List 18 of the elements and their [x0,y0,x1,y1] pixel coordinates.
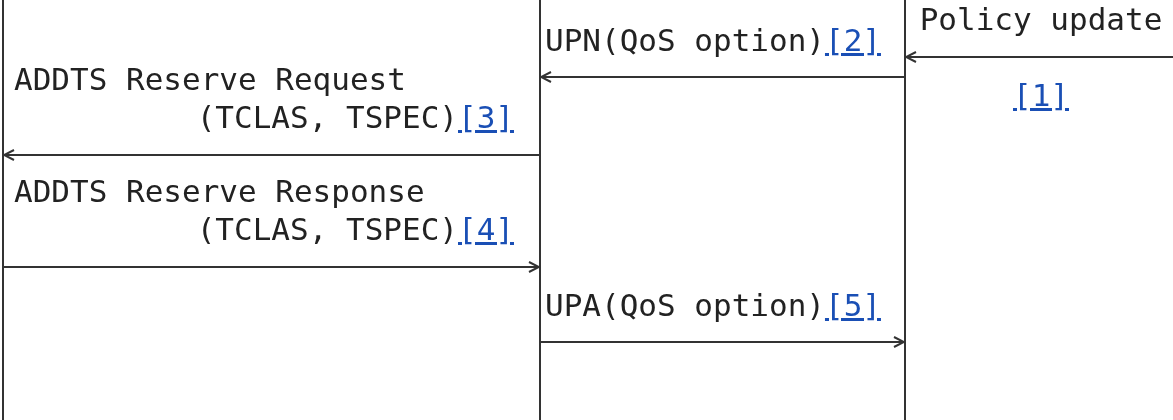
message-arrow [3,261,540,273]
message-label: ADDTS Reserve Response (TCLAS, TSPEC)[4] [14,172,514,248]
message-arrow [540,336,905,348]
message-label: UPA(QoS option)[5] [545,286,882,325]
message-label: UPN(QoS option)[2] [545,21,882,60]
reference-link: [5] [824,287,881,323]
reference-link: [2] [824,22,881,58]
message-arrow [905,51,1173,63]
reference-link: [3] [458,99,514,135]
message-arrow [540,71,905,83]
lifeline [2,0,4,420]
lifeline [904,0,906,420]
message-label: ADDTS Reserve Request (TCLAS, TSPEC)[3] [14,60,514,136]
lifeline [539,0,541,420]
reference-link: [4] [458,211,514,247]
message-label: Policy update [1] [918,0,1164,115]
reference-link: [1] [1013,77,1069,113]
message-arrow [3,149,540,161]
